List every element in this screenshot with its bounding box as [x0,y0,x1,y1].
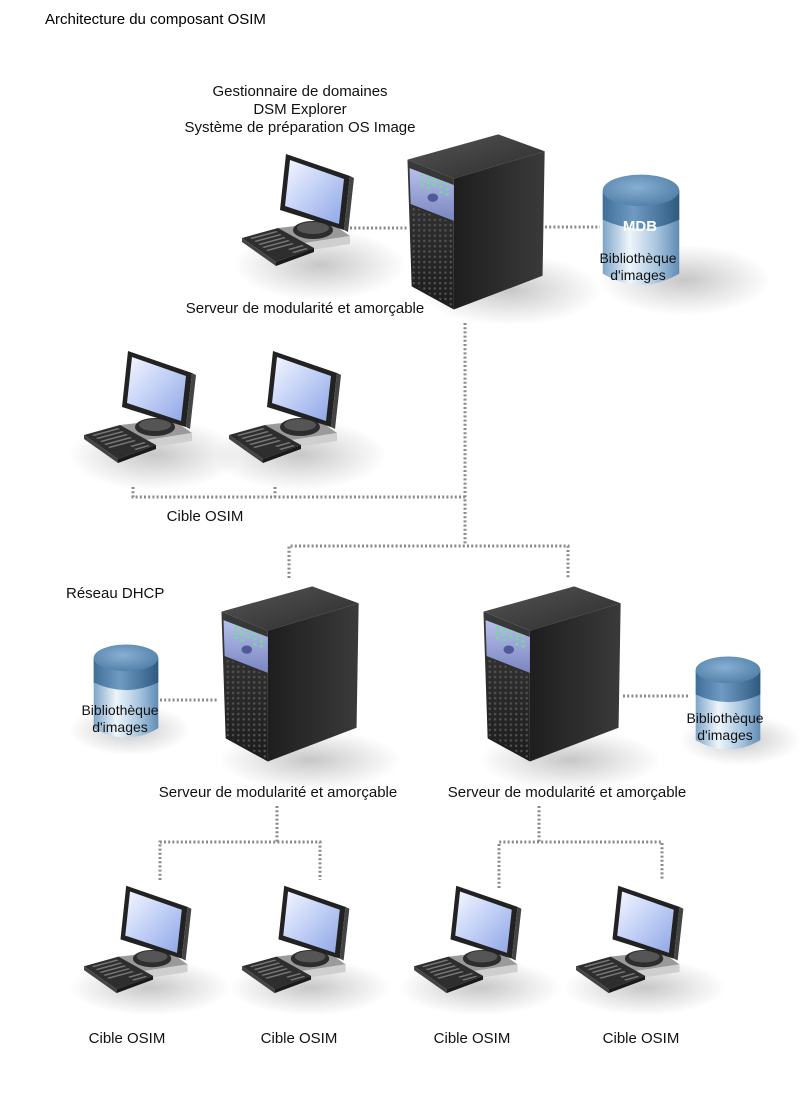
connector-upper-targets [131,487,465,499]
right-database-label: Bibliothèque d'images [675,710,775,744]
left-server-icon [221,586,359,762]
right-target-2-label: Cible OSIM [602,1030,680,1047]
left-target-1-label: Cible OSIM [88,1030,166,1047]
domain-manager-line-1: Gestionnaire de domaines [212,83,388,100]
domain-manager-label: Gestionnaire de domaines DSM Explorer Sy… [140,83,460,137]
dhcp-network-label: Réseau DHCP [66,585,165,602]
left-target-1-icon [84,885,192,994]
left-target-2-icon [242,885,350,994]
connector-lines [131,225,688,888]
left-database-label: Bibliothèque d'images [70,702,170,736]
upper-target-1-icon [84,351,196,463]
left-server-label: Serveur de modularité et amorçable [158,784,398,801]
left-database-label-line-2: d'images [92,719,148,735]
main-server-label: Serveur de modularité et amorçable [185,300,425,317]
upper-target-label: Cible OSIM [166,508,244,525]
right-server-icon [483,586,621,762]
left-target-2-label: Cible OSIM [260,1030,338,1047]
domain-manager-line-3: Système de préparation OS Image [184,119,416,136]
right-target-2-icon [576,885,684,994]
main-database-label-line-2: d'images [610,267,666,283]
upper-target-2-icon [229,351,341,463]
right-target-1-icon [414,885,522,994]
main-database-label-line-1: Bibliothèque [599,250,677,266]
mdb-tag: MDB [622,218,658,235]
connector-left-targets [158,840,322,880]
main-server-icon [407,134,545,310]
right-database-label-line-2: d'images [697,727,753,743]
left-database-label-line-1: Bibliothèque [81,702,159,718]
connector-dhcp-bus [287,544,570,578]
right-database-label-line-1: Bibliothèque [686,710,764,726]
right-server-label: Serveur de modularité et amorçable [447,784,687,801]
main-database-label: Bibliothèque d'images [588,250,688,284]
right-target-1-label: Cible OSIM [433,1030,511,1047]
console-workstation-icon [242,154,354,266]
diagram-title: Architecture du composant OSIM [45,11,266,28]
connector-right-targets [497,840,664,888]
domain-manager-line-2: DSM Explorer [253,101,347,118]
